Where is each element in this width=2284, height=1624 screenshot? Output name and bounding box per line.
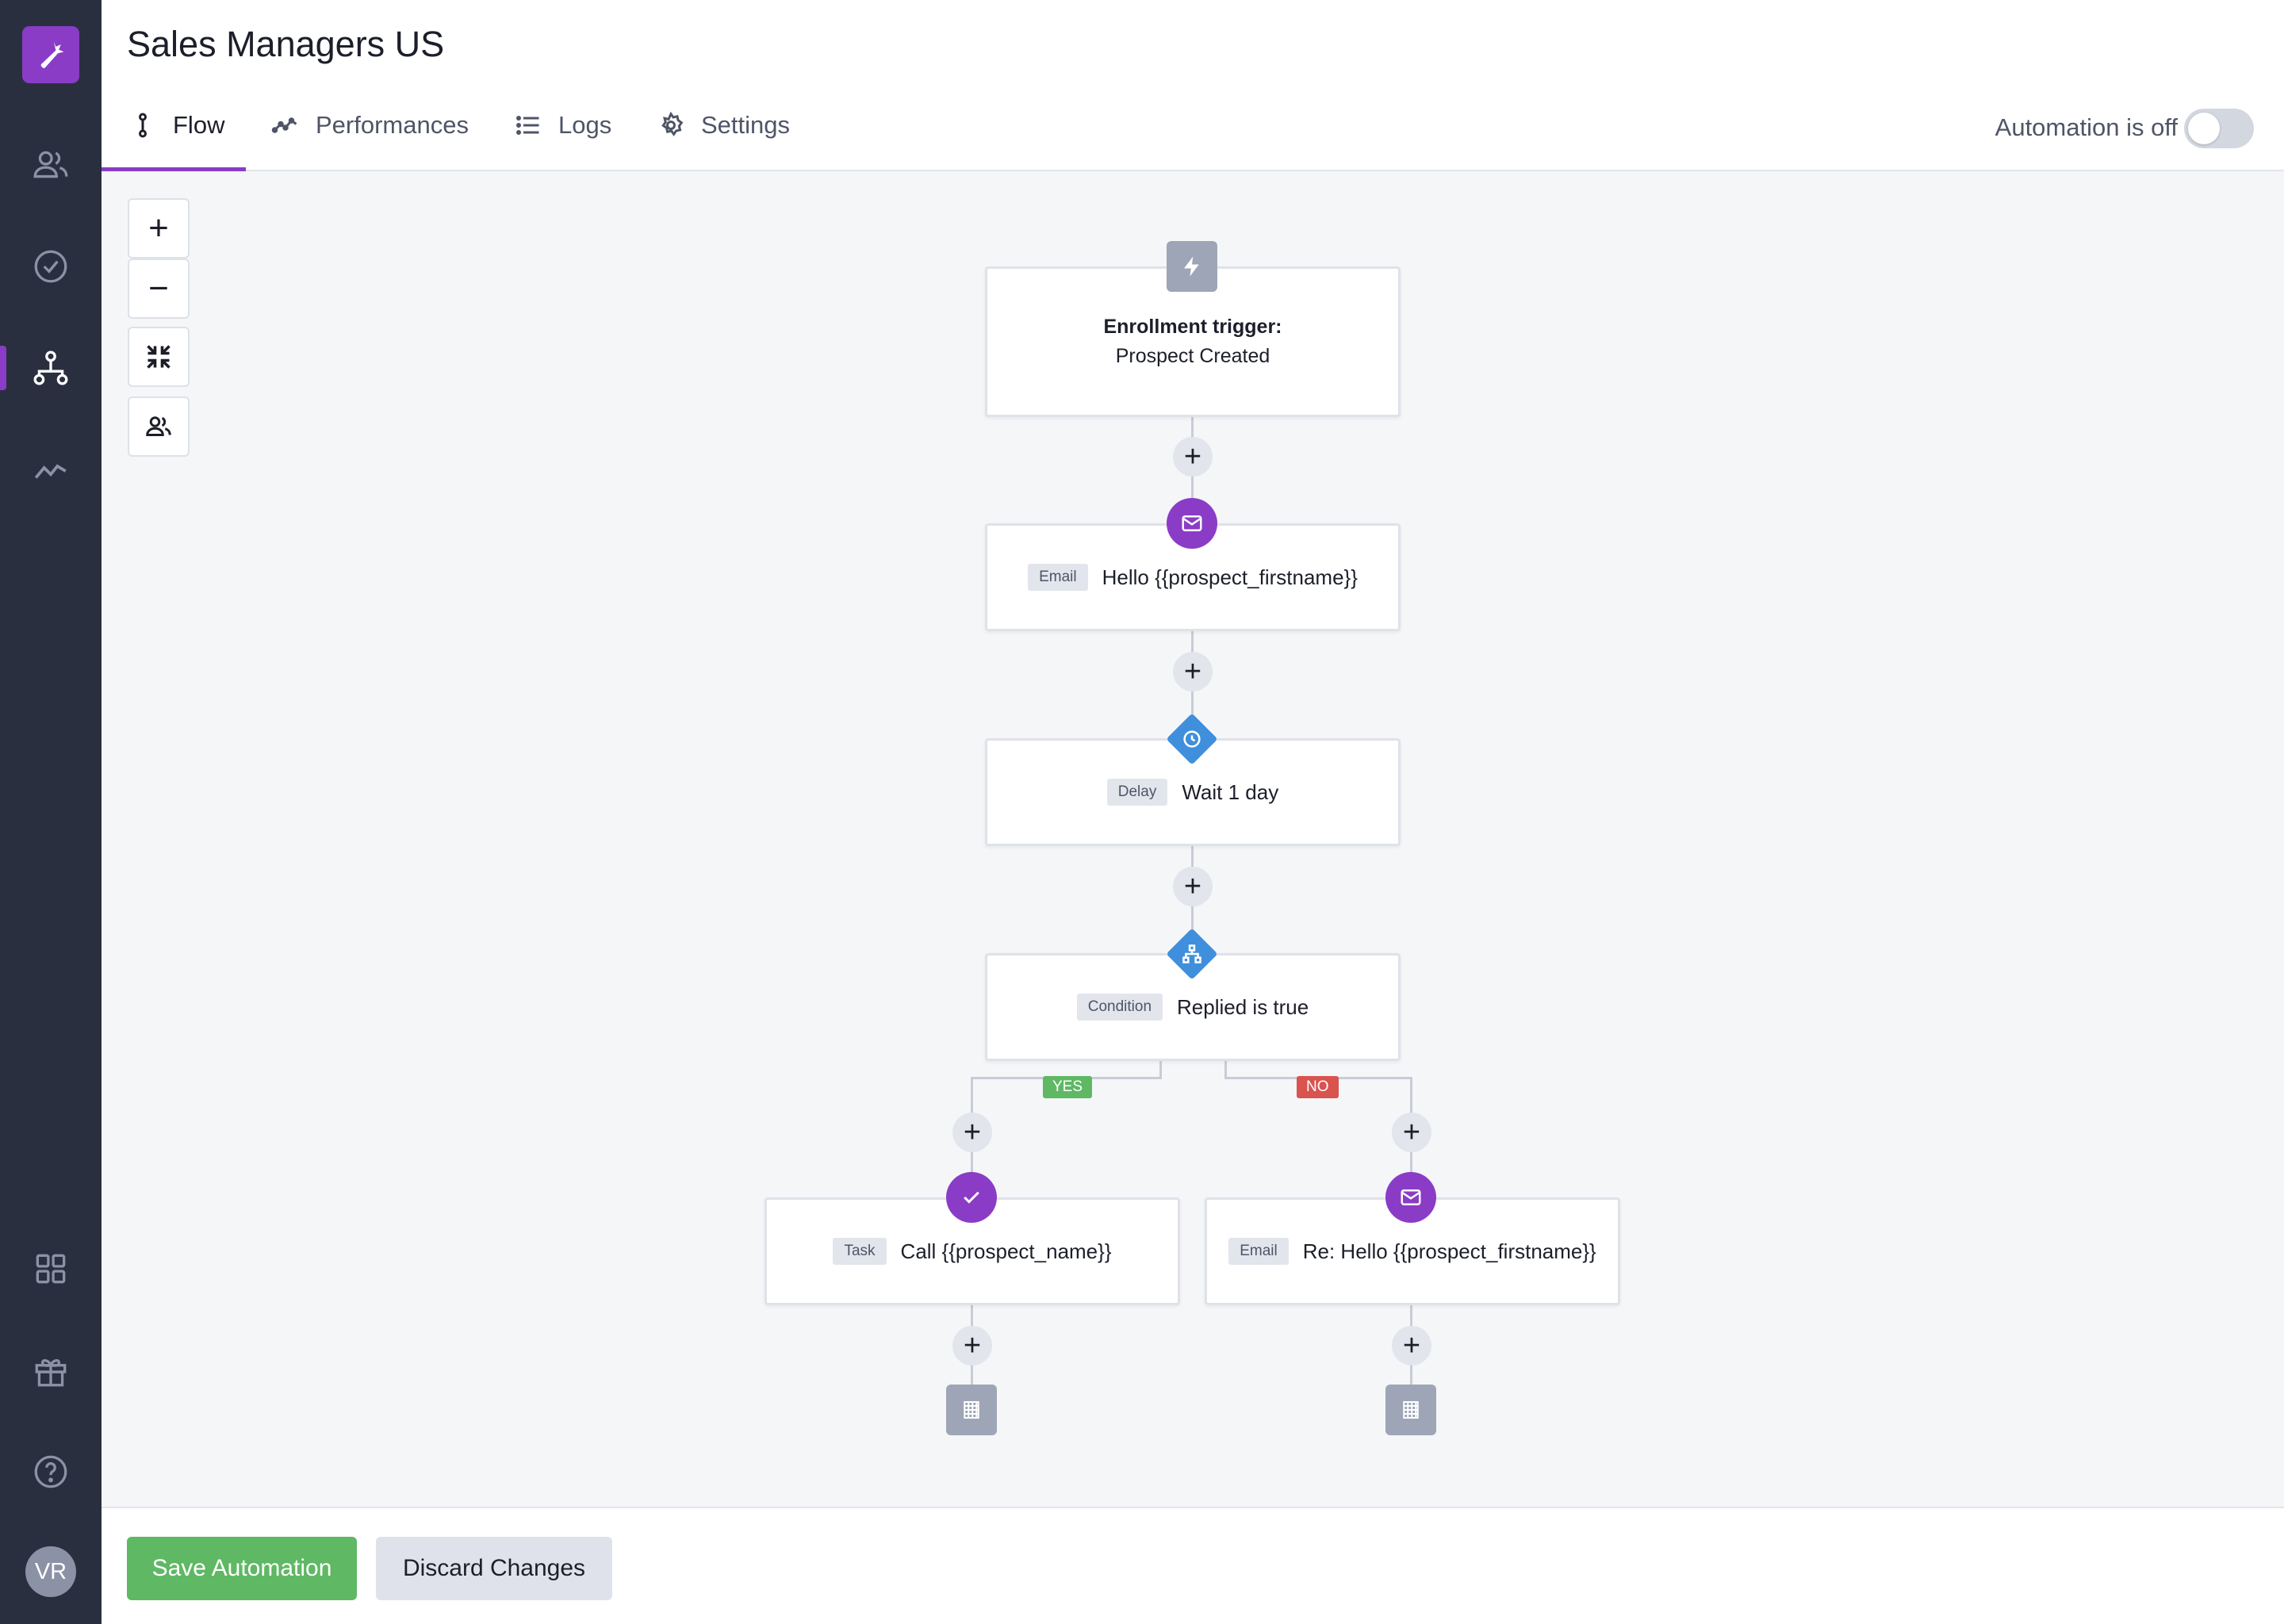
apps-grid-icon: [36, 1254, 66, 1284]
performance-icon: [271, 117, 297, 133]
add-step-button[interactable]: +: [952, 1113, 992, 1152]
finish-flag-icon: [1403, 1401, 1419, 1419]
add-step-button[interactable]: +: [1173, 437, 1213, 477]
step-text: Hello {{prospect_firstname}}: [1102, 565, 1358, 589]
discard-changes-button[interactable]: Discard Changes: [376, 1537, 612, 1600]
user-avatar[interactable]: VR: [25, 1546, 76, 1597]
lightning-icon: [1184, 256, 1199, 277]
compress-icon: [147, 345, 171, 369]
step-type-badge: Condition: [1076, 994, 1163, 1021]
gift-icon: [35, 1359, 67, 1387]
footer-bar: Save Automation Discard Changes: [102, 1507, 2284, 1624]
tab-label: Logs: [558, 111, 612, 139]
tab-performances[interactable]: Performances: [271, 103, 469, 147]
task-step-icon: [946, 1172, 997, 1223]
active-tab-indicator: [102, 167, 246, 171]
users-icon: [146, 416, 171, 436]
delay-step-icon: [1166, 713, 1218, 765]
tab-logs[interactable]: Logs: [514, 103, 611, 147]
add-step-button[interactable]: +: [1173, 867, 1213, 906]
save-automation-button[interactable]: Save Automation: [127, 1537, 357, 1600]
add-step-button[interactable]: +: [1392, 1113, 1431, 1152]
check-circle-icon: [34, 250, 67, 283]
no-branch-label: NO: [1297, 1076, 1339, 1098]
list-icon: [516, 116, 539, 135]
enrolled-prospects-button[interactable]: [128, 396, 190, 457]
flow-canvas[interactable]: + − Enrollment trigger: Prospect Created…: [102, 171, 2284, 1507]
automation-toggle[interactable]: [2184, 109, 2254, 148]
page-title: Sales Managers US: [127, 24, 445, 64]
app-logo[interactable]: [22, 26, 79, 83]
step-type-badge: Task: [833, 1238, 887, 1265]
tab-flow[interactable]: Flow: [128, 103, 224, 147]
connector-line: [1224, 1058, 1227, 1078]
step-text: Replied is true: [1177, 994, 1309, 1019]
branch-icon: [1182, 944, 1201, 963]
step-text: Call {{prospect_name}}: [900, 1239, 1112, 1263]
yes-branch-label: YES: [1043, 1076, 1093, 1098]
trigger-subtitle: Prospect Created: [1115, 345, 1270, 367]
step-type-badge: Delay: [1106, 779, 1168, 806]
step-text: Wait 1 day: [1182, 779, 1279, 804]
zoom-out-button[interactable]: −: [128, 259, 190, 319]
users-icon: [33, 151, 68, 178]
finish-flag-icon: [964, 1401, 979, 1419]
tab-label: Flow: [173, 111, 225, 139]
envelope-icon: [1401, 1189, 1421, 1205]
sidebar-item-automations[interactable]: [0, 330, 102, 406]
sidebar: VR: [0, 0, 102, 1624]
help-icon: [34, 1455, 67, 1488]
carrot-icon: [40, 41, 64, 68]
end-marker: [1385, 1385, 1436, 1435]
sidebar-item-integrations[interactable]: [0, 1231, 102, 1307]
sidebar-item-prospects[interactable]: [0, 127, 102, 203]
tab-label: Settings: [701, 111, 791, 139]
automation-status-label: Automation is off: [1995, 113, 2178, 141]
step-type-badge: Email: [1228, 1238, 1289, 1265]
add-step-button[interactable]: +: [1173, 652, 1213, 691]
sidebar-item-tasks[interactable]: [0, 228, 102, 304]
end-marker: [946, 1385, 997, 1435]
email-step-icon: [1385, 1172, 1436, 1223]
email-step-icon: [1167, 498, 1217, 549]
clock-history-icon: [1183, 730, 1201, 748]
add-step-button[interactable]: +: [952, 1326, 992, 1365]
gear-icon: [661, 111, 684, 136]
sidebar-item-referral[interactable]: [0, 1332, 102, 1408]
condition-step-icon: [1166, 928, 1218, 980]
trend-line-icon: [34, 464, 67, 479]
add-step-button[interactable]: +: [1392, 1326, 1431, 1365]
page-header: Sales Managers US Flow Performances Logs…: [102, 0, 2284, 171]
tab-settings[interactable]: Settings: [657, 103, 790, 147]
trigger-title: Enrollment trigger:: [1103, 316, 1282, 338]
connector-line: [1159, 1058, 1162, 1078]
automation-flow-icon: [33, 350, 68, 385]
sidebar-item-analytics[interactable]: [0, 431, 102, 508]
step-text: Re: Hello {{prospect_firstname}}: [1302, 1239, 1596, 1263]
flow-icon: [139, 113, 147, 138]
zoom-in-button[interactable]: +: [128, 198, 190, 259]
tab-label: Performances: [316, 111, 469, 139]
sidebar-item-help[interactable]: [0, 1434, 102, 1510]
check-icon: [964, 1191, 979, 1204]
step-type-badge: Email: [1028, 564, 1088, 591]
trigger-step-icon: [1167, 241, 1217, 292]
envelope-icon: [1182, 515, 1202, 531]
fit-view-button[interactable]: [128, 327, 190, 387]
